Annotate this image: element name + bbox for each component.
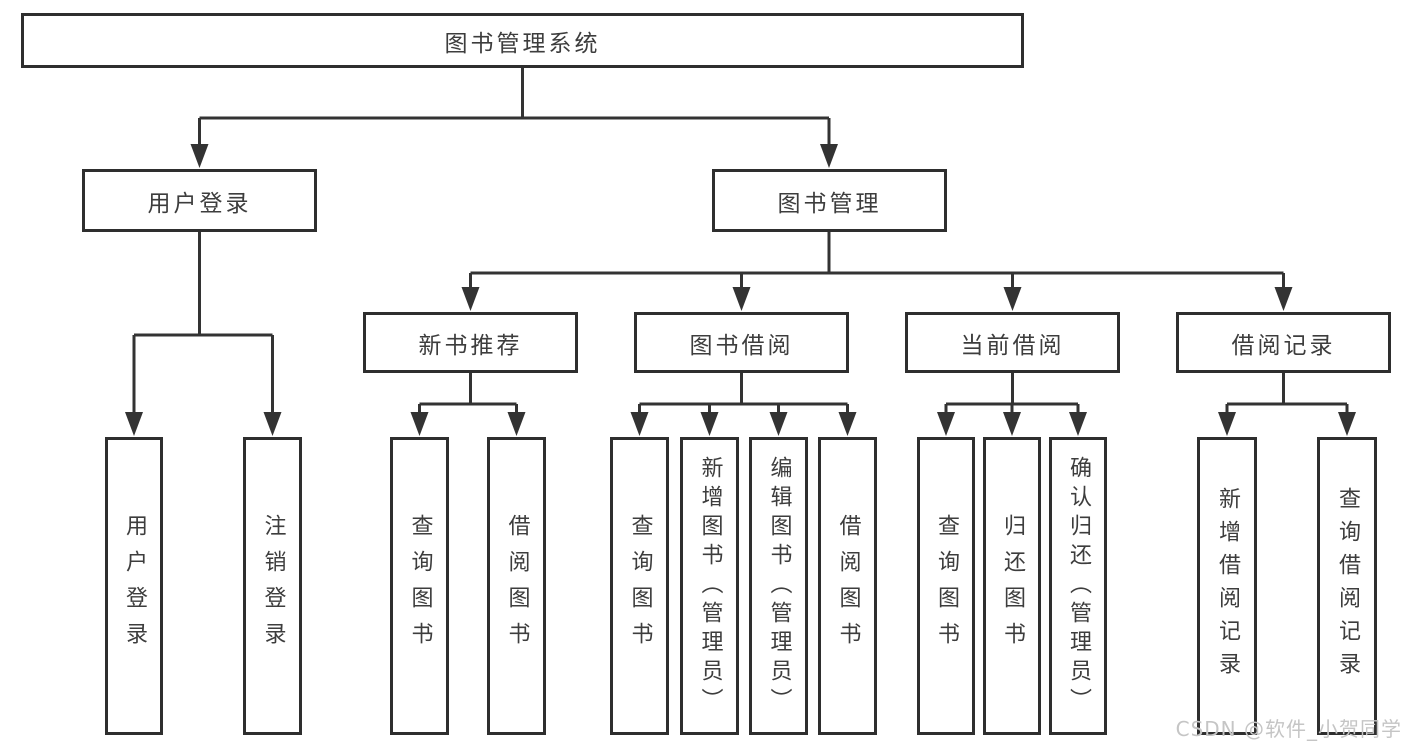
leaf-confirm-return-admin: 确认归还（管理员） — [1049, 437, 1107, 735]
node-new-book-recommendation: 新书推荐 — [363, 312, 578, 373]
connector-lines — [132, 68, 1349, 414]
leaf-logout-login: 注销登录 — [243, 437, 302, 735]
arrowhead-icons — [125, 144, 1356, 436]
leaf-borrow-books-borrow: 借阅图书 — [818, 437, 877, 735]
leaf-user-login: 用户登录 — [105, 437, 163, 735]
node-borrowing-records: 借阅记录 — [1176, 312, 1391, 373]
leaf-edit-books-admin: 编辑图书（管理员） — [749, 437, 808, 735]
leaf-add-borrow-record: 新增借阅记录 — [1197, 437, 1257, 735]
leaf-query-books-borrow: 查询图书 — [610, 437, 669, 735]
leaf-query-books-recommend: 查询图书 — [390, 437, 449, 735]
node-library-management-system: 图书管理系统 — [21, 13, 1024, 68]
node-user-login: 用户登录 — [82, 169, 317, 232]
leaf-add-books-admin: 新增图书（管理员） — [680, 437, 739, 735]
leaf-borrow-books-recommend: 借阅图书 — [487, 437, 546, 735]
leaf-return-books: 归还图书 — [983, 437, 1041, 735]
leaf-query-borrow-record: 查询借阅记录 — [1317, 437, 1377, 735]
node-book-management: 图书管理 — [712, 169, 947, 232]
node-current-borrowing: 当前借阅 — [905, 312, 1120, 373]
node-book-borrowing: 图书借阅 — [634, 312, 849, 373]
watermark: CSDN @软件_小贺同学 — [1175, 717, 1402, 741]
leaf-query-books-current: 查询图书 — [917, 437, 975, 735]
